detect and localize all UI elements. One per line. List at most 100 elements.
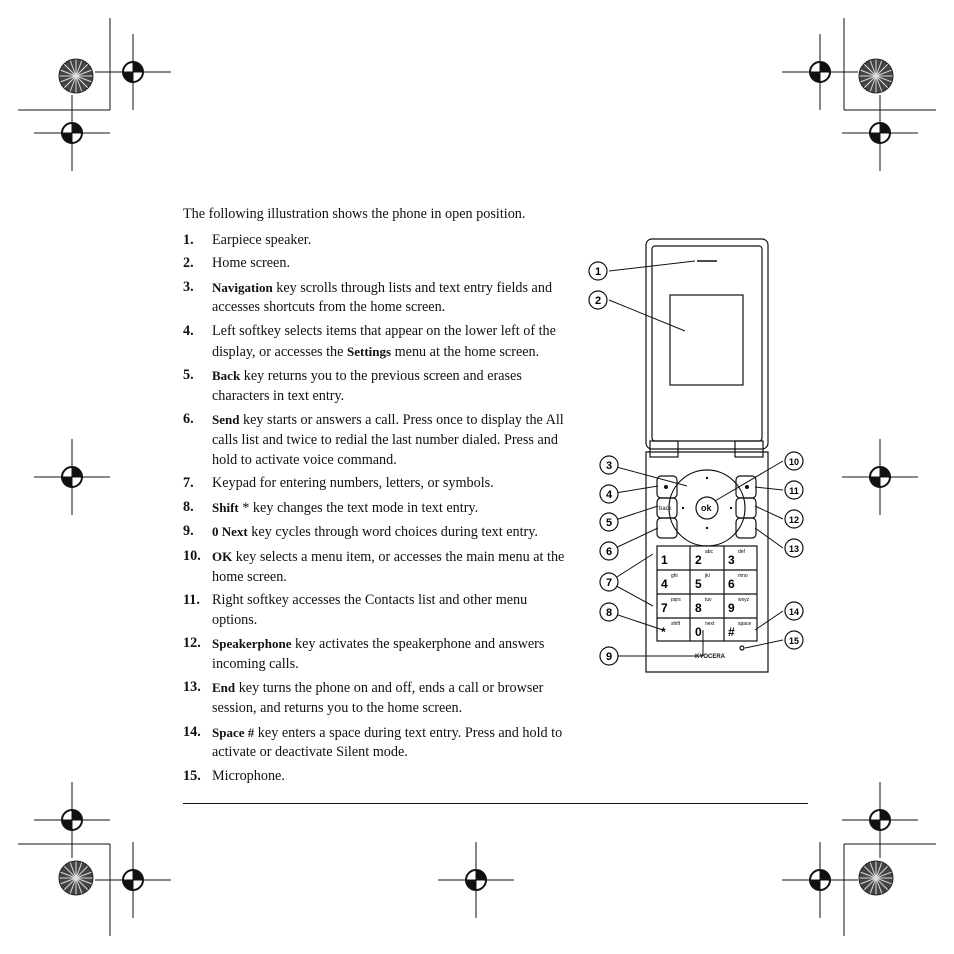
list-item: 4.Left softkey selects items that appear… (183, 322, 575, 362)
callout-number: 13 (789, 544, 799, 554)
item-keyword: OK (212, 548, 233, 564)
keypad-letters: shift (671, 621, 681, 627)
keypad-digit: 6 (728, 577, 735, 591)
item-text: key enters a space during text entry. Pr… (212, 724, 563, 761)
callout-number: 4 (606, 489, 613, 501)
list-item: 7. Keypad for entering numbers, letters, … (183, 474, 575, 494)
callout-circle (599, 512, 619, 532)
item-text: Home screen. (212, 255, 290, 272)
item-text: Keypad for entering numbers, letters, or… (212, 475, 494, 492)
callout-number: 3 (606, 460, 612, 472)
list-item: 6. Send key starts or answers a call. Pre… (183, 410, 575, 470)
ok-key (695, 496, 719, 520)
keypad-digit: 2 (695, 553, 702, 567)
keypad-letters: def (738, 549, 746, 555)
callout-number: 10 (789, 457, 799, 467)
keypad-letters: wxyz (738, 597, 750, 603)
callout-circle (599, 455, 619, 475)
callout-number: 5 (606, 517, 612, 529)
item-number: 1. (183, 231, 194, 248)
callout-number: 14 (789, 607, 799, 617)
callout-number: 11 (789, 486, 799, 496)
home-screen (669, 294, 744, 386)
list-item: 14. Space # key enters a space during tex… (183, 723, 575, 763)
keypad-letters: ghi (671, 573, 678, 579)
item-keyword: Speakerphone (212, 636, 292, 652)
callout-number: 12 (789, 515, 799, 525)
callout-number: 15 (789, 636, 799, 646)
keypad-digit: * (661, 625, 666, 639)
item-text: key scrolls through lists and text entry… (212, 279, 553, 316)
keypad-digit: 7 (661, 601, 668, 615)
item-number: 2. (183, 255, 194, 272)
callout-circle (599, 602, 619, 622)
keypad-digit: 8 (695, 601, 702, 615)
item-text: Right softkey accesses the Contacts list… (212, 592, 528, 628)
keypad-digit: 5 (695, 577, 702, 591)
item-text: key activates the speakerphone and answe… (212, 636, 545, 672)
brand-logo-text: KYOCERA (695, 654, 726, 660)
callout-number: 2 (595, 295, 601, 307)
keypad-letters: next (705, 621, 715, 627)
item-number: 11. (183, 592, 200, 609)
item-text: key starts or answers a call. Press once… (212, 412, 564, 468)
keypad-digit: 1 (661, 553, 668, 567)
item-number: 14. (183, 723, 201, 740)
callout-number: 1 (595, 266, 601, 278)
item-number: 7. (183, 475, 194, 492)
callout-circle (599, 541, 619, 561)
phone-flip-body (645, 238, 769, 450)
callout-number: 7 (606, 577, 612, 589)
item-number: 12. (183, 635, 201, 652)
item-number: 6. (183, 411, 194, 428)
callout-circle (784, 480, 804, 500)
speakerphone-key (735, 497, 757, 519)
callout-circle (784, 509, 804, 529)
keypad-letters: space (738, 621, 752, 627)
list-item: 3.Navigation key scrolls through lists a… (183, 278, 575, 318)
keypad-digit: # (728, 625, 735, 639)
microphone (739, 645, 745, 651)
list-item: 9. 0 Next key cycles through word choices… (183, 522, 575, 543)
callout-number: 6 (606, 546, 612, 558)
keypad-digit: 9 (728, 601, 735, 615)
intro-paragraph: The following illustration shows the pho… (183, 206, 526, 222)
list-item: 5.Back key returns you to the previous s… (183, 366, 575, 406)
item-text: key turns the phone on and off, ends a c… (212, 680, 544, 717)
item-text: menu at the home screen. (391, 343, 540, 360)
keypad-letters: abc (705, 549, 714, 555)
list-item: 1. Earpiece speaker. (183, 231, 575, 251)
back-key-label: back (659, 506, 673, 512)
item-keyword: Send (212, 412, 240, 428)
callout-circle (588, 290, 608, 310)
keypad-letters: jkl (704, 573, 710, 579)
item-text: Microphone. (212, 767, 285, 784)
list-item: 10.OK key selects a menu item, or access… (183, 547, 575, 587)
callout-number: 8 (606, 607, 612, 619)
item-keyword: End (212, 680, 236, 696)
item-text: Left softkey selects items that appear o… (212, 322, 556, 360)
item-number: 9. (183, 523, 194, 540)
keypad-letters: tuv (705, 597, 712, 603)
item-keyword: 0 Next (212, 524, 248, 540)
item-keyword: Space # (212, 724, 255, 740)
callout-circle (784, 451, 804, 471)
item-number: 3. (183, 278, 194, 295)
list-item: 2. Home screen. (183, 254, 575, 274)
item-text: key returns you to the previous screen a… (212, 368, 522, 404)
phone-base-body (645, 451, 769, 673)
page-text: The following illustration shows the pho… (183, 205, 575, 790)
item-text: Earpiece speaker. (212, 231, 312, 248)
callout-circle (784, 630, 804, 650)
footer-rule (183, 803, 808, 804)
keypad-digit: 3 (728, 553, 735, 567)
callout-circle (588, 261, 608, 281)
item-text: key cycles through word choices during t… (247, 524, 538, 541)
list-item: 12. Speakerphone key activates the speake… (183, 634, 575, 674)
keypad-digit: 0 (695, 625, 702, 639)
list-item: 11. Right softkey accesses the Contacts l… (183, 591, 575, 630)
callout-circle (784, 538, 804, 558)
